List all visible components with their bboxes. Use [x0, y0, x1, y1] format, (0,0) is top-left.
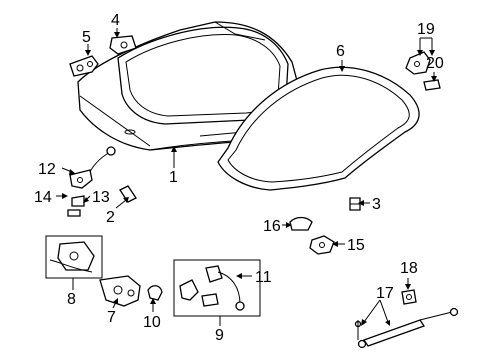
callout-15: 15	[347, 237, 365, 254]
leader-lines	[56, 28, 437, 326]
callout-18: 18	[400, 260, 418, 277]
lock-assembly-box-8	[45, 235, 103, 279]
callout-9: 9	[215, 327, 224, 344]
callout-6: 6	[336, 43, 345, 60]
bracket-15	[309, 235, 335, 255]
callout-1: 1	[169, 169, 178, 186]
hinge-bracket-5	[69, 55, 99, 77]
hinge-4	[109, 35, 137, 55]
callout-8: 8	[67, 291, 76, 308]
pin-20	[423, 79, 441, 91]
callout-5: 5	[82, 29, 91, 46]
cover-16	[289, 216, 313, 231]
callout-13: 13	[92, 189, 110, 206]
callout-20: 20	[426, 55, 444, 72]
bumper-13	[71, 195, 85, 207]
callout-16: 16	[263, 218, 281, 235]
support-strut-17	[354, 307, 459, 349]
weatherstrip-seal	[217, 66, 420, 191]
latch-7	[99, 275, 141, 307]
liftgate-panel	[77, 21, 301, 151]
callout-7: 7	[107, 309, 116, 326]
handle-box-9	[173, 259, 261, 317]
callout-17: 17	[376, 285, 394, 302]
clip-3	[349, 197, 361, 211]
callout-3: 3	[372, 196, 381, 213]
callout-11: 11	[255, 269, 272, 286]
latch-19	[405, 51, 431, 75]
callout-labels: 1 2 3 4 5 6 7 8 9 10 11 12 13 14 15 16 1…	[34, 12, 444, 344]
bumper-14	[67, 209, 81, 217]
opener-cable-12	[69, 146, 116, 189]
callout-12: 12	[38, 161, 56, 178]
callout-4: 4	[111, 12, 120, 29]
mount-18	[401, 289, 417, 305]
callout-10: 10	[143, 314, 161, 331]
clip-10	[147, 285, 163, 301]
callout-19: 19	[417, 21, 435, 38]
callout-2: 2	[106, 209, 115, 226]
callout-14: 14	[34, 189, 52, 206]
